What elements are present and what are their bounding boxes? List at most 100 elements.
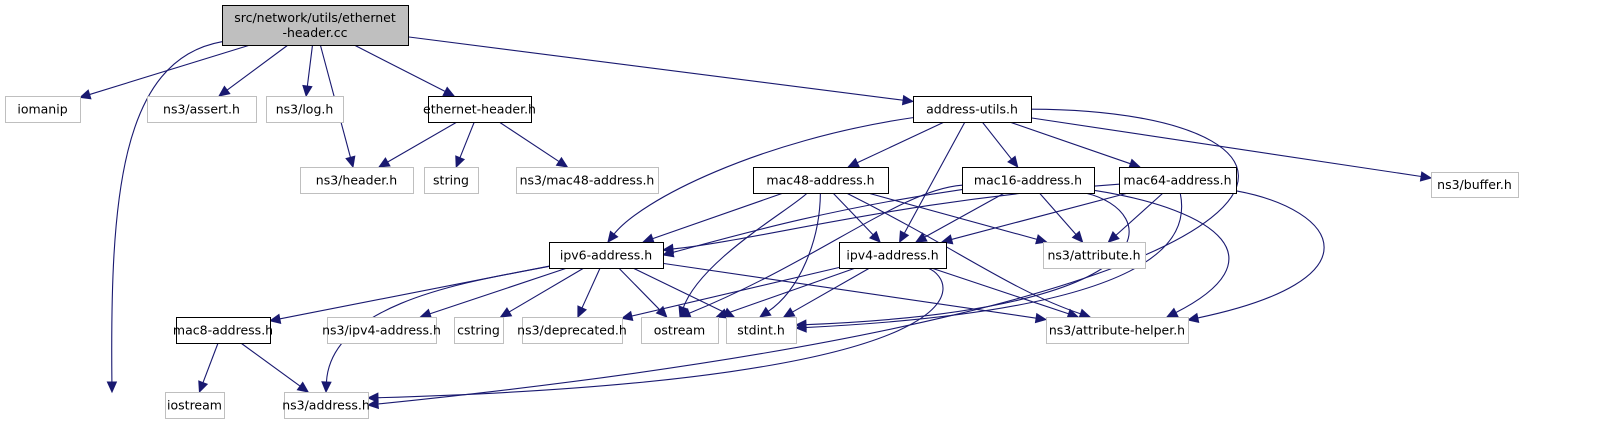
edge-root-to-iostream-arrowhead [106,381,118,394]
node-mac48[interactable]: mac48-address.h [753,167,889,194]
node-iostream: iostream [165,392,225,419]
node-label: ipv4-address.h [846,248,938,263]
edge-addrutils-to-ipv4-arrowhead [898,230,910,244]
node-label: stdint.h [737,323,785,338]
edge-ipv6-to-deprecated [581,267,601,310]
edge-root-to-addrutils-arrowhead [901,94,915,106]
node-label: ipv6-address.h [560,248,652,263]
node-mac64[interactable]: mac64-address.h [1119,167,1237,194]
edge-ipv6-to-mac8-arrowhead [268,313,282,324]
node-root[interactable]: src/network/utils/ethernet-header.cc [222,5,409,46]
edge-mac8-to-iostream-arrowhead [198,380,209,394]
node-label: ns3/attribute.h [1047,248,1140,263]
edge-addrutils-to-buffer-arrowhead [1419,171,1433,182]
edge-ipv4-to-stdint-arrowhead [782,307,796,318]
node-label: mac64-address.h [1123,173,1231,188]
edge-ethhdr-to-string-arrowhead [455,155,466,169]
edge-root-to-iomanip [88,44,251,96]
node-ipv6[interactable]: ipv6-address.h [549,242,664,269]
node-box [641,317,719,344]
edge-ipv4-to-deprecated [630,266,840,317]
edges-layer [78,36,1433,410]
node-buffer: ns3/buffer.h [1431,172,1519,198]
node-box [300,167,414,194]
edge-mac48-to-ipv6-arrowhead [642,233,655,244]
edge-ipv6-to-cstring-arrowhead [499,307,513,318]
node-box [1431,172,1519,198]
node-box [284,392,369,419]
node-box [1046,317,1189,344]
node-label: mac48-address.h [766,173,874,188]
edge-addrutils-to-mac64 [1009,121,1132,165]
node-iomanip: iomanip [5,96,81,123]
edge-mac48-to-stdint [767,192,821,313]
edge-ethhdr-to-nsmac48-arrowhead [555,156,569,168]
edge-mac48-to-stdint-arrowhead [758,306,772,318]
edge-ethhdr-to-nsmac48 [498,121,561,163]
edge-ipv6-to-attrhelper-arrowhead [1034,312,1048,324]
edge-mac16-to-ipv4 [923,192,1005,239]
node-box [516,167,659,194]
edge-ipv6-to-deprecated-arrowhead [577,305,588,319]
edge-mac48-to-attrhelper [846,192,1082,315]
edge-mac16-to-attrhelper [1093,189,1230,314]
node-label: ns3/log.h [276,102,334,117]
node-ipv4[interactable]: ipv4-address.h [839,242,947,269]
edge-mac64-to-stdint [804,192,1183,329]
node-ethhdr[interactable]: ethernet-header.h [423,96,536,123]
edge-ipv6-to-address [325,265,550,384]
edge-ipv4-to-ostream-arrowhead [715,308,729,319]
nodes-layer: src/network/utils/ethernet-header.cc ioma… [5,5,1519,419]
node-mac16[interactable]: mac16-address.h [962,167,1095,194]
node-label: address-utils.h [926,102,1018,117]
node-addrutils[interactable]: address-utils.h [913,96,1032,123]
node-nsipv4: ns3/ipv4-address.h [322,317,441,344]
node-box [726,317,797,344]
node-label: iostream [167,398,222,413]
node-label: mac8-address.h [173,323,273,338]
edge-mac64-to-attribute [1114,192,1164,237]
edge-root-to-addrutils [407,36,905,101]
node-box [424,167,479,194]
node-address: ns3/address.h [282,392,370,419]
edge-mac64-to-attrhelper-arrowhead [1186,312,1200,324]
node-box [1043,242,1146,269]
node-label: -header.cc [282,25,347,40]
edge-mac16-to-attribute [1039,192,1078,236]
edge-root-to-assert-arrowhead [218,85,231,97]
node-box [913,96,1032,123]
edge-addrutils-to-mac64-arrowhead [1128,158,1142,169]
edge-mac64-to-ipv4 [950,192,1129,241]
edge-ipv4-to-address-arrowhead [366,392,379,403]
edge-mac64-to-ipv4-arrowhead [940,234,954,245]
node-mac8[interactable]: mac8-address.h [173,317,273,344]
edge-mac64-to-attribute-arrowhead [1107,231,1120,243]
node-box [327,317,437,344]
edge-mac64-to-attrhelper [1196,190,1325,319]
edge-root-to-iomanip-arrowhead [78,89,92,100]
edge-root-to-ethhdr [353,44,447,93]
edge-mac64-to-stdint-arrowhead [794,322,807,333]
edge-ethhdr-to-header [386,121,458,163]
edge-addrutils-to-address [376,108,1239,405]
node-label: iomanip [17,102,67,117]
edge-mac48-to-attribute [867,192,1039,241]
node-box [176,317,271,344]
edge-addrutils-to-mac48-arrowhead [847,157,860,168]
edge-ipv6-to-address-arrowhead [321,381,332,394]
node-label: ns3/ipv4-address.h [322,323,441,338]
node-box [839,242,947,269]
node-header: ns3/header.h [300,167,414,194]
edge-mac48-to-ipv4 [832,192,875,236]
edge-addrutils-to-mac16 [981,121,1013,161]
node-label: ethernet-header.h [423,102,536,117]
node-box [753,167,889,194]
edge-mac48-to-attrhelper-arrowhead [1078,308,1092,319]
edge-mac8-to-iostream [202,342,219,384]
edge-addrutils-to-ipv6 [613,117,914,236]
edge-ipv4-to-deprecated-arrowhead [620,310,634,322]
edge-root-to-ethhdr-arrowhead [442,86,456,97]
edge-root-to-log [306,44,314,88]
node-box [165,392,225,419]
node-log: ns3/log.h [266,96,344,123]
